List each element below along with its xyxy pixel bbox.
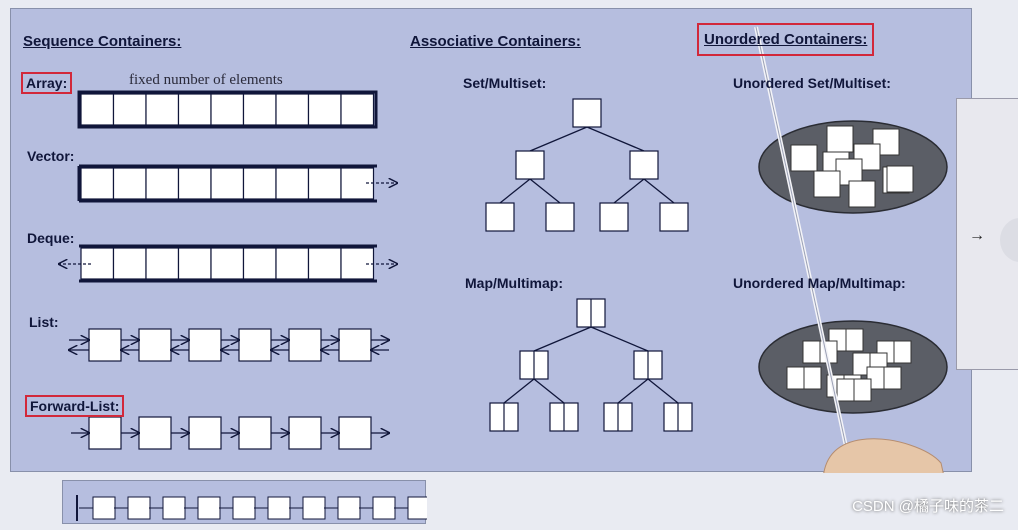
array-cell: [112, 93, 147, 126]
array-frame: [77, 90, 378, 129]
list-node: [288, 328, 322, 362]
unordered-set-element: [813, 170, 841, 198]
thumbnail-node: [232, 496, 256, 520]
label-unordered-map-multimap: Unordered Map/Multimap:: [733, 275, 906, 291]
set-tree-node: [485, 202, 515, 232]
label-set-multiset: Set/Multiset:: [463, 75, 547, 91]
unordered-set-element: [826, 125, 854, 153]
header-associative-containers: Associative Containers:: [410, 33, 581, 50]
slide: Sequence Containers: Associative Contain…: [10, 8, 972, 473]
label-deque: Deque:: [27, 230, 75, 246]
label-map-multimap: Map/Multimap:: [465, 275, 563, 291]
set-tree-node: [572, 98, 602, 128]
label-array: Array:: [21, 72, 73, 94]
vector-cell: [177, 167, 212, 200]
deque-cell: [145, 247, 180, 280]
deque-cell: [210, 247, 245, 280]
list-node: [188, 328, 222, 362]
set-tree-node: [659, 202, 689, 232]
vector-cell: [80, 167, 115, 200]
forward-list-node: [288, 416, 322, 450]
label-forward-list: Forward-List:: [25, 395, 125, 417]
array-cell: [80, 93, 115, 126]
set-tree-edge: [613, 178, 645, 204]
array-cell: [242, 93, 277, 126]
thumbnail-node: [197, 496, 221, 520]
array-cell: [275, 93, 310, 126]
label-list: List:: [29, 314, 59, 330]
list-node: [138, 328, 172, 362]
list-node: [338, 328, 372, 362]
list-node: [88, 328, 122, 362]
deque-cell: [275, 247, 310, 280]
list-node: [238, 328, 272, 362]
thumbnail-node: [267, 496, 291, 520]
header-sequence-containers: Sequence Containers:: [23, 33, 182, 50]
thumbnail-node: [302, 496, 326, 520]
thumbnail-node: [127, 496, 151, 520]
vector-cell: [307, 167, 342, 200]
thumbnail-node: [407, 496, 431, 520]
header-unordered-containers: Unordered Containers:: [697, 23, 875, 56]
set-tree-edge: [586, 126, 645, 152]
map-tree-edge: [503, 378, 535, 404]
vector-cell: [242, 167, 277, 200]
set-tree-node: [545, 202, 575, 232]
thumbnail-node: [372, 496, 396, 520]
deque-cell: [177, 247, 212, 280]
thumbnail-node: [337, 496, 361, 520]
array-cell: [145, 93, 180, 126]
array-cell: [340, 93, 375, 126]
containers-diagram: [11, 26, 948, 473]
deque-cell: [307, 247, 342, 280]
forward-list-node: [338, 416, 372, 450]
pointer-stick-edge: [755, 26, 848, 452]
vector-cell: [275, 167, 310, 200]
watermark: CSDN @橘子味的茶二: [852, 498, 1004, 515]
label-vector: Vector:: [27, 148, 75, 164]
map-tree-edge: [590, 326, 649, 352]
label-unordered-set-multiset: Unordered Set/Multiset:: [733, 75, 891, 91]
slide-thumbnail[interactable]: [62, 480, 431, 524]
forward-list-node: [188, 416, 222, 450]
array-cell: [307, 93, 342, 126]
vector-cell: [210, 167, 245, 200]
map-tree-edge: [533, 326, 592, 352]
array-cell: [210, 93, 245, 126]
forward-list-node: [88, 416, 122, 450]
vector-cell: [112, 167, 147, 200]
scroll-button[interactable]: [1000, 218, 1018, 262]
unordered-set-element: [790, 144, 818, 172]
thumbnail-forward-list: [76, 495, 431, 521]
map-tree-edge: [533, 378, 565, 404]
vector-cell: [145, 167, 180, 200]
set-tree-edge: [643, 178, 675, 204]
set-tree-edge: [529, 178, 561, 204]
forward-list-node: [238, 416, 272, 450]
arrow-right-icon: →: [969, 227, 985, 244]
deque-cell: [80, 247, 115, 280]
array-cell: [177, 93, 212, 126]
deque-cell: [112, 247, 147, 280]
set-tree-node: [629, 150, 659, 180]
map-tree-edge: [647, 378, 679, 404]
hand: [823, 438, 944, 473]
unordered-set-element: [848, 180, 876, 208]
unordered-set-element: [886, 165, 914, 193]
set-tree-edge: [529, 126, 588, 152]
array-note: fixed number of elements: [129, 72, 283, 88]
thumbnail-node: [92, 496, 116, 520]
thumbnail-node: [162, 496, 186, 520]
map-tree-edge: [617, 378, 649, 404]
deque-cell: [242, 247, 277, 280]
forward-list-node: [138, 416, 172, 450]
set-tree-node: [515, 150, 545, 180]
set-tree-node: [599, 202, 629, 232]
set-tree-edge: [499, 178, 531, 204]
